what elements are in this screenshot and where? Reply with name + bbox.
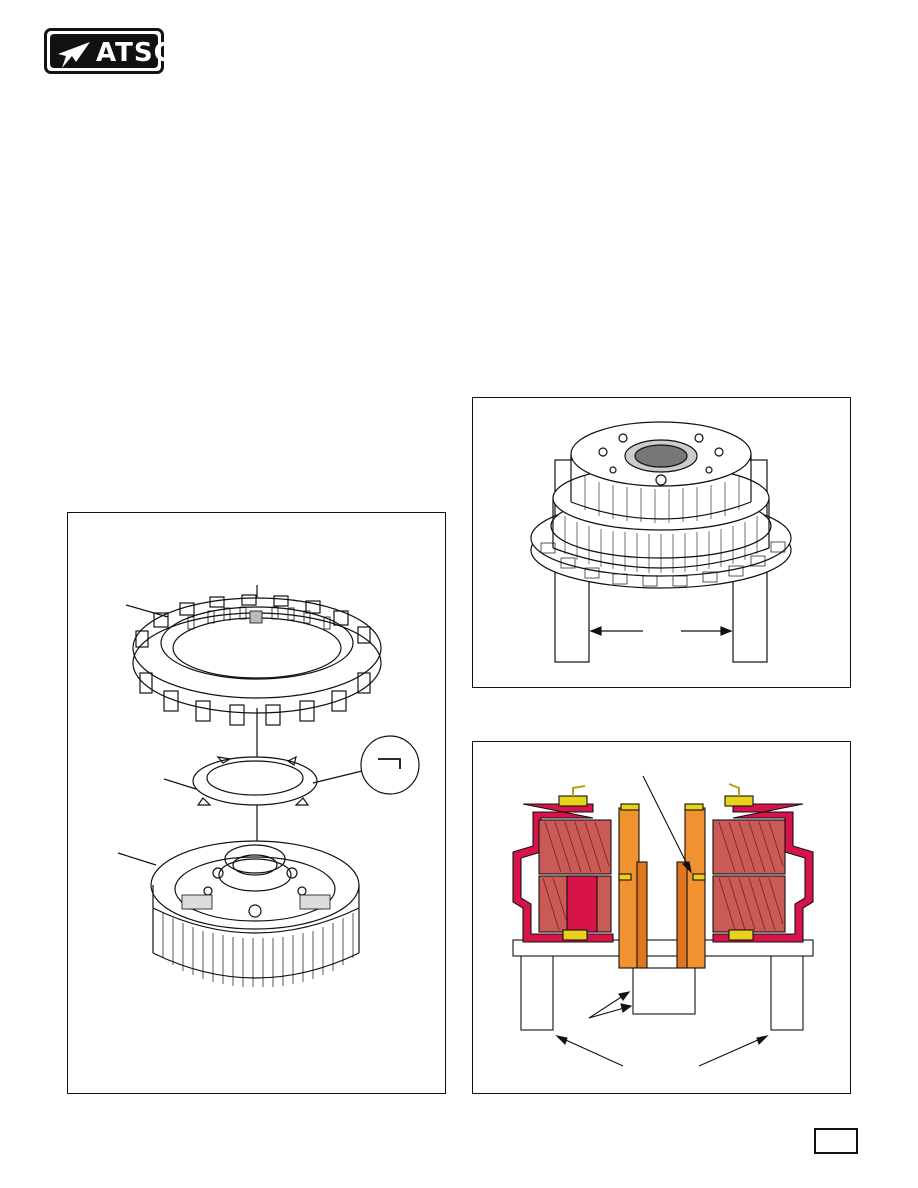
ring-teeth	[135, 594, 371, 726]
sprag-cells	[187, 606, 331, 630]
support-block-left	[520, 951, 554, 1031]
planet-gear-lower-right	[712, 875, 786, 933]
bird-wing-icon	[58, 42, 90, 68]
planet-gear-upper-left	[538, 819, 612, 875]
support-block-right	[770, 951, 804, 1031]
exploded-clutch-assembly-diagram	[117, 585, 420, 987]
figure-carrier-on-blocks	[472, 397, 851, 688]
page-number-box	[814, 1128, 858, 1154]
planet-gear-upper-right	[712, 819, 786, 875]
drum-splines	[162, 913, 354, 987]
figure-cutaway-section	[472, 741, 851, 1094]
planet-carrier-on-blocks-photo	[530, 421, 792, 663]
logo-text: ATSG	[96, 38, 176, 68]
cutaway-planetary-section-diagram	[512, 775, 814, 1067]
center-shaft-left	[618, 807, 640, 969]
center-shaft-right	[684, 807, 706, 969]
figure-exploded-assembly	[67, 512, 446, 1094]
atsg-logo: ATSG	[44, 28, 175, 74]
snap-ring-detail-icon	[360, 735, 420, 795]
